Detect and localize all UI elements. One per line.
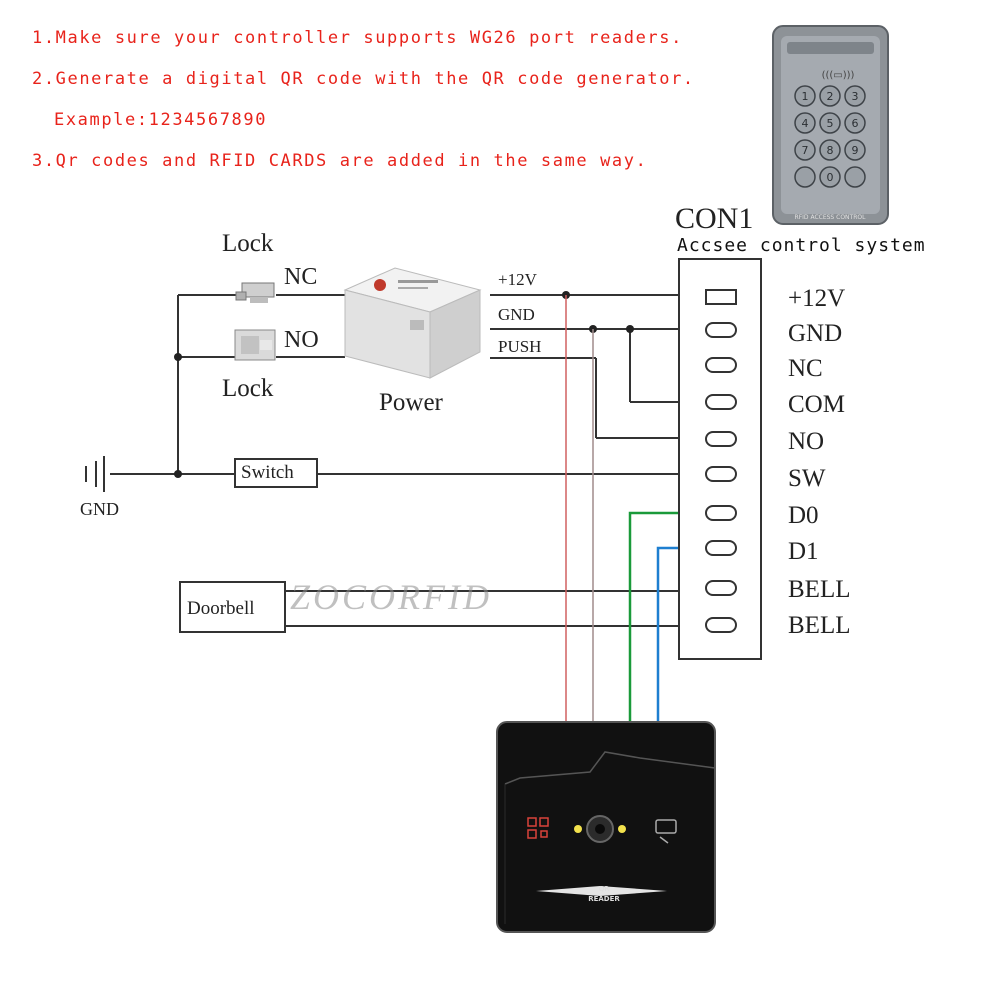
qr-reader-device xyxy=(496,721,716,933)
reader-label-qr: QR xyxy=(599,885,610,893)
keypad-key-label: 9 xyxy=(852,144,859,157)
instruction-3: 3.Qr codes and RFID CARDS are added in t… xyxy=(32,151,648,171)
pin-label-gnd: GND xyxy=(788,320,843,347)
keypad-key-label: 4 xyxy=(802,117,809,130)
watermark-logo: ZOCORFID xyxy=(290,577,492,617)
reader-label-reader: READER xyxy=(588,895,620,903)
bolt-lock-icon xyxy=(235,282,275,303)
keypad-key xyxy=(819,166,841,188)
keypad-key-label: 1 xyxy=(802,90,809,103)
instruction-1: 1.Make sure your controller supports WG2… xyxy=(32,28,683,48)
keypad-key xyxy=(819,139,841,161)
keypad-key-label: 3 xyxy=(852,90,859,103)
d0-wire xyxy=(628,511,680,724)
keypad-key-label: 2 xyxy=(827,90,834,103)
qr-code-icon xyxy=(527,817,549,839)
keypad-keys: 1 2 3 4 5 6 7 8 9 0 xyxy=(794,85,866,188)
keypad-key xyxy=(794,139,816,161)
d1-wire xyxy=(656,546,680,724)
wire-label-push: PUSH xyxy=(498,337,542,356)
connector-subtitle: Accsee control system xyxy=(677,235,926,256)
keypad-key xyxy=(844,166,866,188)
doorbell-label: Doorbell xyxy=(187,598,255,619)
lock-bottom-label: Lock xyxy=(222,375,274,402)
ground-icon xyxy=(85,456,105,492)
wire-label-12v: +12V xyxy=(498,270,537,289)
wire-label-gnd: GND xyxy=(498,305,535,324)
keypad-key-label: 5 xyxy=(827,117,834,130)
keypad-key-label: 6 xyxy=(852,117,859,130)
keypad-key xyxy=(819,85,841,107)
keypad-key xyxy=(819,112,841,134)
pin-label-sw: SW xyxy=(788,465,826,492)
led-right xyxy=(618,825,626,833)
card-tap-icon xyxy=(655,819,677,844)
power-label: Power xyxy=(379,389,443,416)
keypad-key-label: 8 xyxy=(827,144,834,157)
pin-label-d1: D1 xyxy=(788,538,819,565)
reader-arrow-bar xyxy=(536,886,667,896)
no-label: NO xyxy=(284,327,319,353)
connector-title: CON1 xyxy=(675,202,754,235)
keypad-key xyxy=(794,166,816,188)
pin-label-no: NO xyxy=(788,428,825,455)
keypad-footer: RFID ACCESS CONTROL xyxy=(795,214,867,221)
keypad-key-label: 0 xyxy=(827,171,834,184)
instruction-example: Example:1234567890 xyxy=(54,110,268,130)
pin-label-nc: NC xyxy=(788,355,823,382)
keypad-key xyxy=(844,112,866,134)
lock-top-label: Lock xyxy=(222,230,274,257)
keypad-key xyxy=(844,139,866,161)
doorbell-box xyxy=(179,581,286,633)
switch-label: Switch xyxy=(241,462,294,483)
magnetic-lock-icon xyxy=(234,329,276,361)
led-left xyxy=(574,825,582,833)
keypad-key xyxy=(794,112,816,134)
switch-box xyxy=(234,458,318,488)
keypad-key xyxy=(844,85,866,107)
keypad-key-label: 7 xyxy=(802,144,809,157)
power-supply-icon xyxy=(343,267,482,379)
pin-label-bell-1: BELL xyxy=(788,576,851,603)
connector-terminals xyxy=(705,289,737,633)
instruction-2: 2.Generate a digital QR code with the QR… xyxy=(32,69,695,89)
rfid-wave-icon: (((▭))) xyxy=(822,70,855,81)
ground-label: GND xyxy=(80,499,119,519)
pin-label-d0: D0 xyxy=(788,502,819,529)
pin-label-bell-2: BELL xyxy=(788,612,851,639)
pin-label-12v: +12V xyxy=(788,285,846,312)
wires xyxy=(110,294,680,627)
connector-block xyxy=(678,258,762,660)
pin-label-com: COM xyxy=(788,391,845,418)
nc-label: NC xyxy=(284,264,318,290)
keypad-key xyxy=(794,85,816,107)
